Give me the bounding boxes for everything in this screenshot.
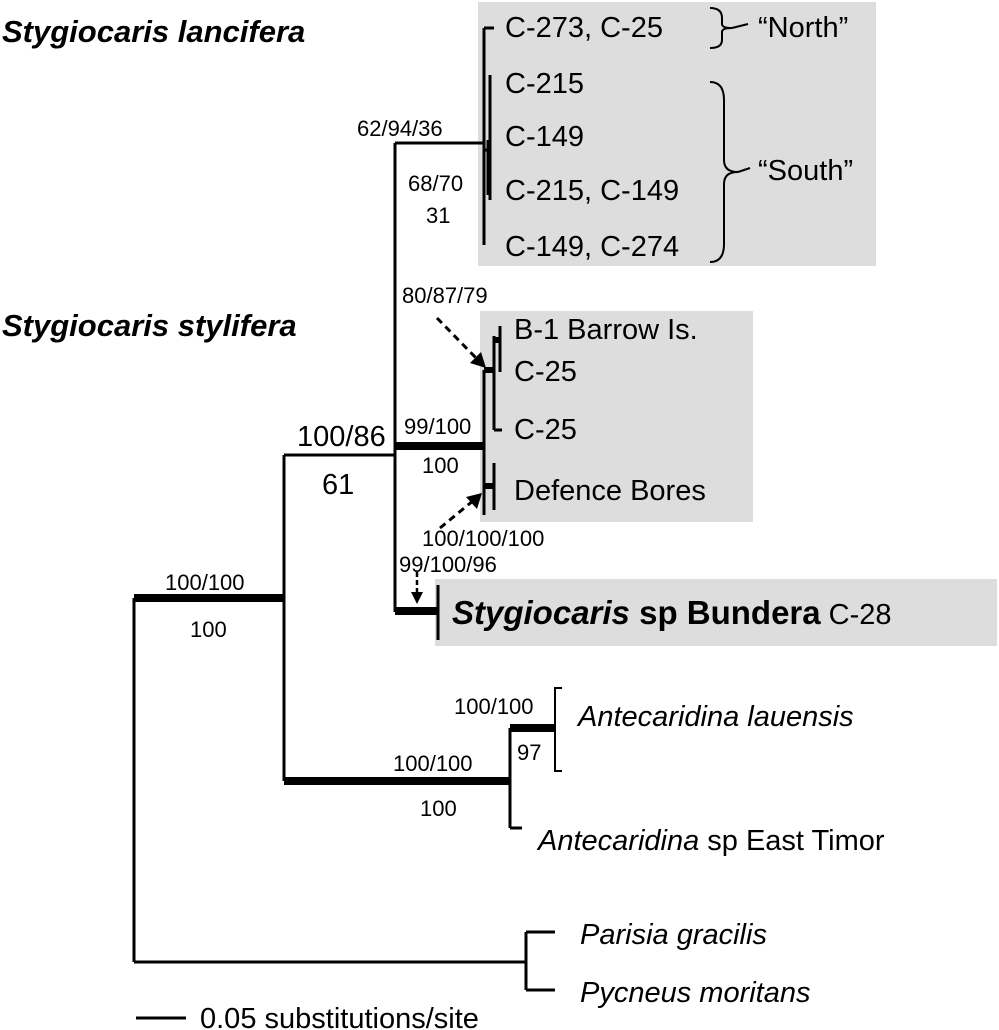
support-68-70: 68/70 — [408, 171, 463, 196]
bracket-north-arrow — [731, 23, 749, 29]
bundera-genus: Stygiocaris — [452, 594, 630, 631]
group-lancifera: Stygiocaris lancifera — [2, 14, 305, 49]
bundera-code: C-28 — [821, 599, 892, 631]
stylifera-box — [480, 311, 753, 522]
group-stylifera: Stygiocaris stylifera — [2, 308, 297, 343]
lancifera-box — [478, 2, 876, 266]
support-100-100-ingroup: 100/100 — [165, 570, 245, 595]
arrow-8087 — [435, 316, 480, 362]
support-100-86: 100/86 — [297, 421, 386, 453]
support-80-87-79: 80/87/79 — [402, 283, 488, 308]
tip-c273-c25: C-273, C-25 — [505, 12, 663, 44]
support-97: 97 — [517, 740, 541, 765]
support-100-antecaridina: 100 — [420, 796, 457, 821]
support-100-100-antecaridina: 100/100 — [393, 751, 473, 776]
support-62-94-36: 62/94/36 — [357, 116, 443, 141]
scale-label: 0.05 substitutions/site — [200, 1003, 479, 1030]
tip-defence-bores: Defence Bores — [514, 475, 706, 507]
support-100-100-100: 100/100/100 — [422, 526, 544, 551]
support-100-100-lauensis: 100/100 — [454, 694, 534, 719]
tip-b1-barrow: B-1 Barrow Is. — [514, 314, 698, 346]
tip-antecaridina-east-timor: Antecaridina sp East Timor — [536, 825, 885, 857]
tip-c149-c274: C-149, C-274 — [505, 231, 679, 263]
tip-antecaridina-lauensis: Antecaridina lauensis — [576, 701, 854, 733]
tip-c149: C-149 — [505, 121, 584, 153]
east-timor-rest: sp East Timor — [699, 825, 885, 857]
arrowhead-100100100 — [466, 493, 482, 509]
tip-c25-a: C-25 — [514, 356, 577, 388]
tip-pycneus-moritans: Pycneus moritans — [580, 977, 811, 1009]
support-99-100: 99/100 — [404, 414, 471, 439]
support-100-ingroup: 100 — [190, 617, 227, 642]
tip-parisia-gracilis: Parisia gracilis — [580, 919, 767, 951]
support-100-stylifera: 100 — [422, 453, 459, 478]
tip-c215-c149: C-215, C-149 — [505, 175, 679, 207]
bundera-species: sp Bundera — [630, 594, 821, 631]
clade-north: “North” — [758, 12, 848, 44]
bracket-lauensis — [554, 687, 562, 772]
arrow-100100100 — [439, 498, 475, 530]
bundera-box — [435, 579, 997, 646]
tip-c215: C-215 — [505, 68, 584, 100]
support-31: 31 — [426, 203, 450, 228]
bracket-south-arrow — [737, 167, 751, 173]
arrowhead-99100 — [411, 592, 423, 604]
clade-south: “South” — [758, 155, 853, 187]
support-61: 61 — [322, 469, 354, 501]
tip-bundera: Stygiocaris sp Bundera C-28 — [452, 594, 892, 631]
east-timor-genus: Antecaridina — [536, 825, 699, 857]
arrowhead-8087 — [470, 352, 486, 368]
tip-c25-b: C-25 — [514, 414, 577, 446]
support-99-100-96: 99/100/96 — [399, 552, 497, 577]
